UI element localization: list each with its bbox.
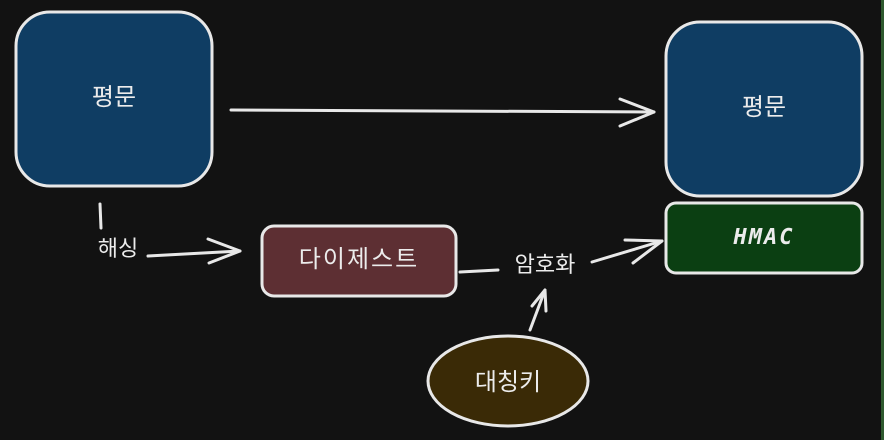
symmetric-key-label: 대칭키 <box>475 368 541 396</box>
encrypt-edge: 암호화 <box>458 238 664 278</box>
hash-edge: 해싱 <box>98 202 242 265</box>
plaintext-right-node: 평문 <box>664 20 864 198</box>
digest-box <box>260 224 458 298</box>
key-to-encrypt-arrow <box>528 288 548 332</box>
right-edge-strip <box>881 0 884 440</box>
plaintext-right-label: 평문 <box>742 93 786 121</box>
plaintext-transfer-arrow <box>229 97 656 128</box>
hmac-box <box>664 201 864 275</box>
digest-node: 다이제스트 <box>260 224 458 298</box>
digest-label: 다이제스트 <box>299 245 419 273</box>
hash-edge-label: 해싱 <box>98 237 138 262</box>
hmac-node: HMAC <box>664 201 864 275</box>
symmetric-key-ellipse <box>426 334 590 428</box>
symmetric-key-node: 대칭키 <box>426 334 590 428</box>
plaintext-right-box <box>664 20 864 198</box>
plaintext-left-node: 평문 <box>14 10 214 188</box>
plaintext-left-box <box>14 10 214 188</box>
plaintext-left-label: 평문 <box>92 83 136 111</box>
hmac-label: HMAC <box>733 225 795 250</box>
encrypt-edge-label: 암호화 <box>515 253 576 278</box>
